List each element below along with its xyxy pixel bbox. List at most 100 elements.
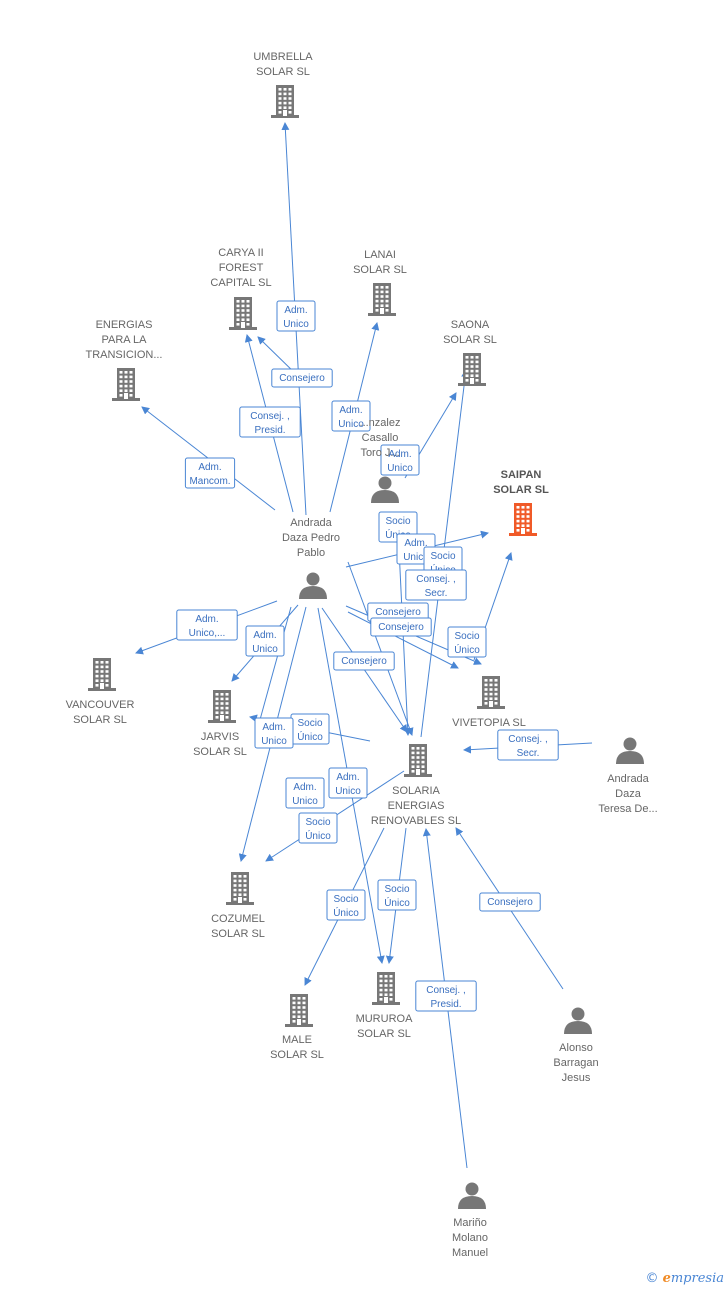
edge-label-text: Unico (403, 552, 429, 563)
edge-label-text: Consej. , (508, 734, 547, 745)
edge-label[interactable]: Adm.Mancom. (184, 457, 236, 489)
edge-label[interactable]: Consejero (271, 368, 333, 388)
edge-label-text: Único (454, 643, 480, 656)
edge-label-text: Único (333, 906, 359, 919)
node-label: JARVIS (201, 731, 239, 743)
edge-label-text: Consejero (378, 622, 424, 633)
node-label: Barragan (553, 1057, 598, 1069)
brand-name: mpresia (670, 1271, 724, 1286)
building-icon (208, 690, 236, 723)
edge-label-text: Único (297, 730, 323, 743)
node-vivetopia[interactable]: VIVETOPIA SL (452, 676, 526, 729)
edge-label[interactable]: Consej. ,Presid. (415, 980, 477, 1012)
node-label: SAIPAN (501, 469, 542, 481)
node-label: SOLAR SL (357, 1028, 411, 1040)
edge-label-text: Unico (387, 463, 413, 474)
person-icon (371, 476, 399, 503)
node-label: Andrada (607, 773, 649, 785)
edge-label-text: Socio (297, 718, 322, 729)
edge-label[interactable]: Consejero (333, 651, 395, 671)
node-mururoa[interactable]: MURUROA SOLAR SL (356, 972, 413, 1040)
edge-label[interactable]: Adm. Unico (285, 777, 325, 809)
node-label: MURUROA (356, 1013, 413, 1025)
node-label: CARYA II (218, 247, 263, 259)
edge-label[interactable]: Consej. ,Secr. (405, 569, 467, 601)
edge-label[interactable]: Consejero (367, 602, 429, 622)
edge-label[interactable]: Adm. Unico (380, 444, 420, 476)
edge-label-text: Adm. (336, 772, 359, 783)
node-label: FOREST (219, 262, 264, 274)
node-label: RENOVABLES SL (371, 815, 461, 827)
edge-label[interactable]: Consejero (479, 892, 541, 912)
person-icon (616, 737, 644, 764)
edge-label[interactable]: Adm.Unico (331, 400, 371, 432)
edge-label[interactable]: Adm.Unico (254, 717, 294, 749)
node-label: SOLAR SL (211, 928, 265, 940)
edge-label[interactable]: Consej. ,Secr. (497, 729, 559, 761)
edge-label-box (245, 625, 285, 657)
edge-label[interactable]: Adm.Unico (245, 625, 285, 657)
edge-label-text: Adm. (388, 449, 411, 460)
person-icon (458, 1182, 486, 1209)
edge-label-box (405, 569, 467, 601)
edge-label[interactable]: Adm. Unico (276, 300, 316, 332)
node-label: COZUMEL (211, 913, 265, 925)
node-jarvis[interactable]: JARVIS SOLAR SL (193, 690, 247, 758)
building-icon (271, 85, 299, 118)
building-icon (477, 676, 505, 709)
edge-label-box (326, 889, 366, 921)
edge-label-box (271, 368, 333, 388)
edge-label-box (176, 609, 238, 641)
edge-label[interactable]: Consejero (370, 617, 432, 637)
edge-label[interactable]: Consej. ,Presid. (239, 406, 301, 438)
edge-label-text: Adm. (262, 722, 285, 733)
node-label: SOLAR SL (193, 746, 247, 758)
copyright-footer: © empresia (645, 1271, 724, 1286)
node-label: Daza (615, 788, 642, 800)
node-label: Casallo (362, 432, 399, 444)
edge-label[interactable]: Adm.Unico (328, 767, 368, 799)
node-label: Mariño (453, 1217, 487, 1229)
node-label: UMBRELLA (253, 51, 313, 63)
edge-label-text: Consej. , (250, 411, 289, 422)
node-label: SOLAR SL (270, 1049, 324, 1061)
edge-label-text: Adm. (293, 782, 316, 793)
node-male[interactable]: MALE SOLAR SL (270, 994, 324, 1061)
node-label: Jesus (562, 1072, 591, 1084)
edge-label-text: Adm. (284, 305, 307, 316)
node-label: Daza Pedro (282, 532, 340, 544)
edge-label-text: Consejero (375, 607, 421, 618)
edge-label-box (415, 980, 477, 1012)
edge-label-text: Unico (292, 796, 318, 807)
brand-initial: e (662, 1271, 671, 1286)
node-label: MALE (282, 1034, 312, 1046)
edge-label-box (497, 729, 559, 761)
edge-label-text: Consejero (487, 897, 533, 908)
edge-label-text: Socio (454, 631, 479, 642)
edge-label-box (254, 717, 294, 749)
node-cozumel[interactable]: COZUMEL SOLAR SL (211, 872, 265, 940)
edge-label-text: Unico (283, 319, 309, 330)
edge-label[interactable]: Adm.Unico,... (176, 609, 238, 641)
edge-label-text: Consejero (279, 373, 325, 384)
